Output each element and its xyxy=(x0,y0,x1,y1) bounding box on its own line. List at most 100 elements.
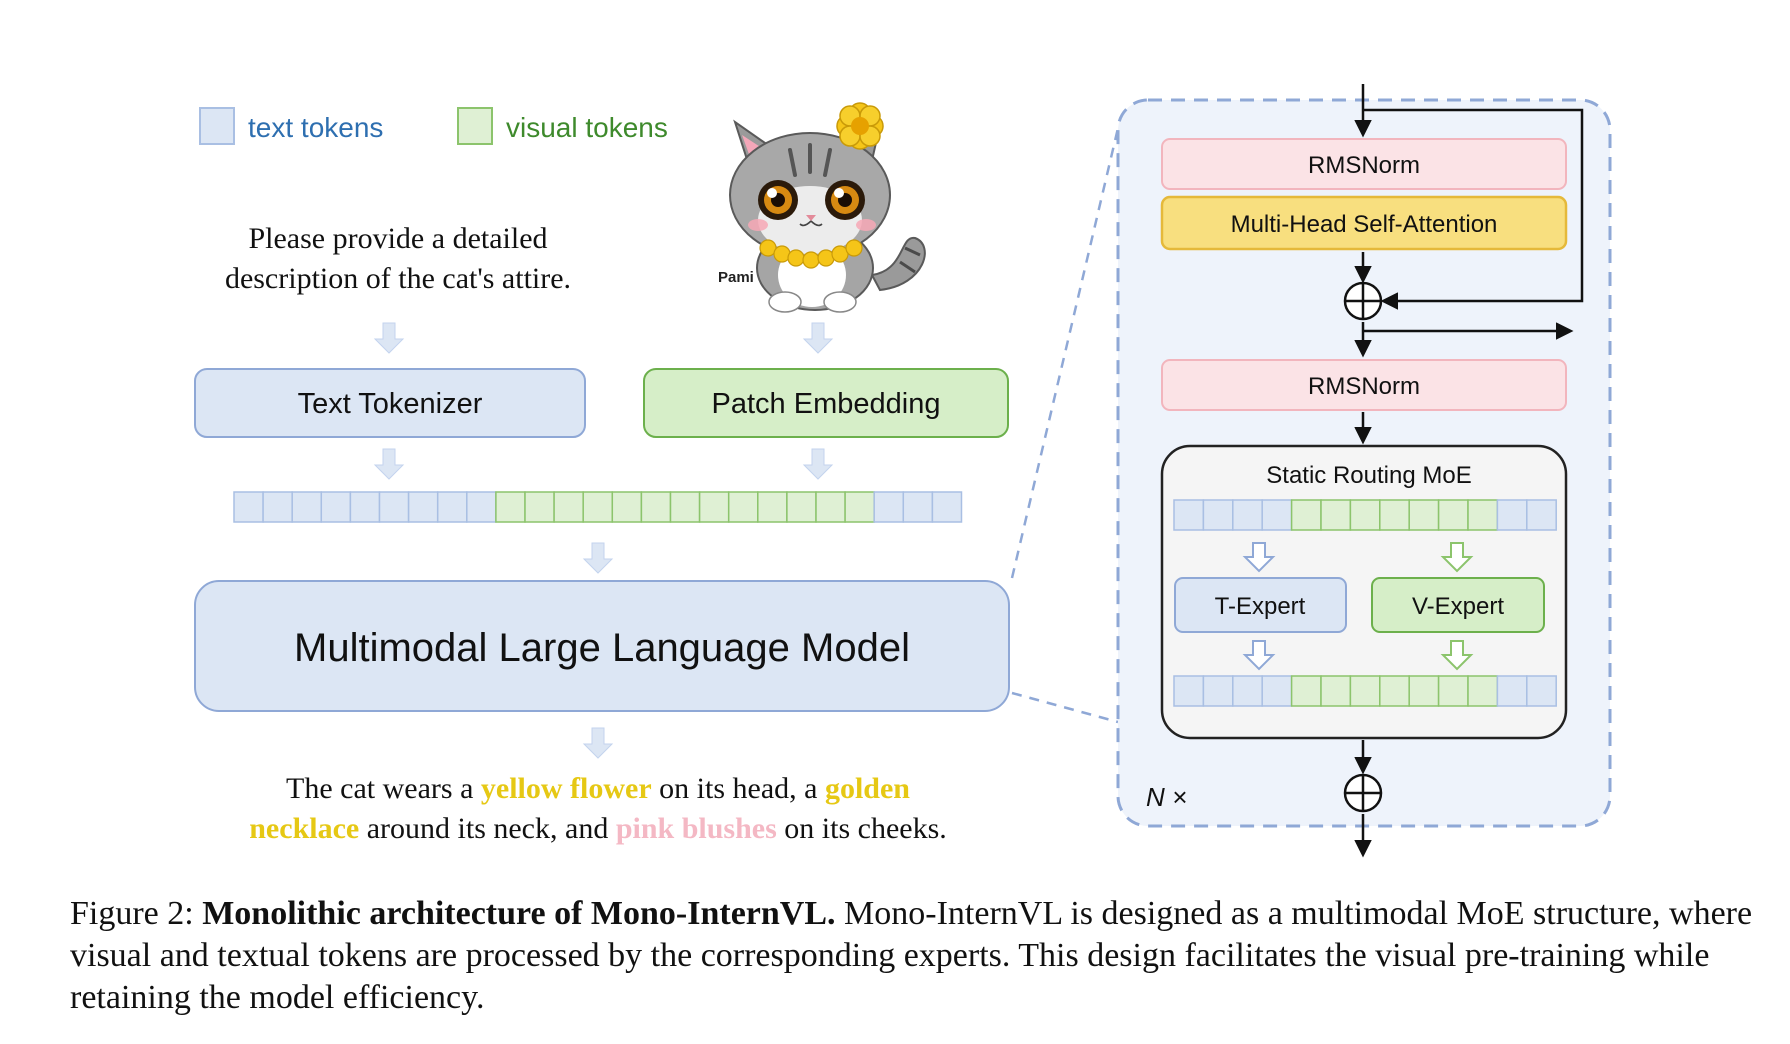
legend: text tokens visual tokens xyxy=(199,107,668,145)
text-token xyxy=(262,491,293,523)
rmsnorm-1-label: RMSNorm xyxy=(1308,152,1420,179)
moe-block: Static Routing MoE T-Expert V-Expert xyxy=(1160,444,1568,740)
moe-arrows xyxy=(1242,542,1474,671)
text-token xyxy=(931,491,963,523)
text-token xyxy=(407,491,439,523)
text-tokenizer-block: Text Tokenizer xyxy=(194,368,586,438)
visual-token xyxy=(1408,499,1440,531)
cat-image: Pami xyxy=(718,102,926,313)
caption-title: Monolithic architecture of Mono-InternVL… xyxy=(202,895,836,932)
text-token xyxy=(1261,675,1293,707)
visual-token xyxy=(1290,675,1322,707)
visual-token xyxy=(727,491,759,523)
caption-body: Mono-InternVL is designed as a multimoda… xyxy=(70,895,1753,1016)
output-span-plain: around its neck, and xyxy=(359,812,616,845)
visual-token xyxy=(553,491,584,523)
visual-token xyxy=(1349,499,1381,531)
visual-token xyxy=(1320,499,1352,531)
visual-token xyxy=(582,491,614,523)
mllm-block: Multimodal Large Language Model xyxy=(194,580,1010,712)
arrow-from-v-expert xyxy=(1440,640,1474,671)
flower-icon xyxy=(836,102,884,150)
text-token xyxy=(1526,675,1557,707)
text-token xyxy=(1232,675,1263,707)
text-token xyxy=(436,491,468,523)
output-span-yellow: yellow flower xyxy=(481,772,652,805)
text-token xyxy=(1496,499,1528,531)
output-span-plain: The cat wears a xyxy=(286,772,481,805)
output-span-pink: pink blushes xyxy=(616,812,777,845)
residual-add-icon xyxy=(1343,773,1383,813)
text-token xyxy=(1202,675,1234,707)
output-line-1: The cat wears a yellow flower on its hea… xyxy=(286,772,910,805)
visual-token xyxy=(698,491,730,523)
layer-panel: RMSNorm Multi-Head Self-Attention RMSNor… xyxy=(1116,84,1612,858)
visual-token xyxy=(1467,499,1499,531)
visual-token xyxy=(844,491,875,523)
visual-token xyxy=(815,491,846,523)
visual-token xyxy=(524,491,555,523)
patch-embedding-label: Patch Embedding xyxy=(712,388,941,420)
zoom-connectors xyxy=(1010,127,1120,724)
output-span-yellow: golden xyxy=(825,772,910,805)
legend-text-swatch xyxy=(199,107,235,145)
mllm-label: Multimodal Large Language Model xyxy=(294,626,910,670)
v-expert-label: V-Expert xyxy=(1412,593,1504,620)
rmsnorm-2-label: RMSNorm xyxy=(1308,373,1420,400)
t-expert-label: T-Expert xyxy=(1215,593,1306,620)
flow-arrows-left xyxy=(373,322,834,759)
output-text: The cat wears a yellow flower on its hea… xyxy=(249,772,947,845)
prompt-line-2: description of the cat's attire. xyxy=(225,262,571,295)
arrow-to-t-expert xyxy=(1242,542,1276,573)
visual-token xyxy=(1320,675,1352,707)
legend-visual-swatch xyxy=(457,107,493,145)
v-expert-block xyxy=(1371,577,1545,633)
prompt-line-1: Please provide a detailed xyxy=(248,222,547,255)
token-sequence xyxy=(233,491,963,523)
text-token xyxy=(1202,499,1234,531)
visual-token xyxy=(1437,675,1469,707)
text-token xyxy=(1496,675,1528,707)
figure-caption: Figure 2: Monolithic architecture of Mon… xyxy=(70,893,1760,1019)
caption-label: Figure 2: xyxy=(70,895,203,932)
mhsa-block xyxy=(1160,195,1568,251)
visual-token xyxy=(669,491,701,523)
text-token xyxy=(1173,675,1205,707)
output-line-2: necklace around its neck, and pink blush… xyxy=(249,812,947,845)
text-token xyxy=(1173,499,1205,531)
t-expert-block xyxy=(1174,577,1347,633)
visual-token xyxy=(1290,499,1322,531)
visual-token xyxy=(1467,675,1499,707)
cat-name-label: Pami xyxy=(718,269,754,286)
visual-token xyxy=(640,491,672,523)
text-token xyxy=(902,491,934,523)
visual-token xyxy=(1349,675,1381,707)
arrow-seq-to-mllm xyxy=(582,542,614,574)
text-token xyxy=(1261,499,1293,531)
visual-token xyxy=(757,491,788,523)
text-token xyxy=(291,491,323,523)
text-token xyxy=(320,491,352,523)
text-tokenizer-label: Text Tokenizer xyxy=(298,388,483,420)
visual-token xyxy=(611,491,643,523)
text-token xyxy=(349,491,381,523)
text-token xyxy=(1232,499,1263,531)
moe-token-sequence-bottom xyxy=(1173,675,1557,707)
text-token xyxy=(233,491,264,523)
visual-token xyxy=(1437,499,1469,531)
rmsnorm-1-block xyxy=(1161,138,1567,190)
legend-visual-label: visual tokens xyxy=(506,112,668,143)
arrow-image-to-patch xyxy=(802,322,834,354)
legend-text-label: text tokens xyxy=(248,112,383,143)
input-prompt: Please provide a detailed description of… xyxy=(225,222,571,295)
arrow-prompt-to-tokenizer xyxy=(373,322,405,354)
arrow-patch-to-seq xyxy=(802,448,834,480)
text-token xyxy=(873,491,905,523)
layer-connections xyxy=(1354,84,1584,858)
repeat-label: N × xyxy=(1146,782,1187,812)
moe-token-sequence-top xyxy=(1173,499,1557,531)
moe-title: Static Routing MoE xyxy=(1266,462,1471,489)
output-span-yellow: necklace xyxy=(249,812,359,845)
mhsa-label: Multi-Head Self-Attention xyxy=(1231,211,1498,238)
output-span-plain: on its head, a xyxy=(652,772,825,805)
